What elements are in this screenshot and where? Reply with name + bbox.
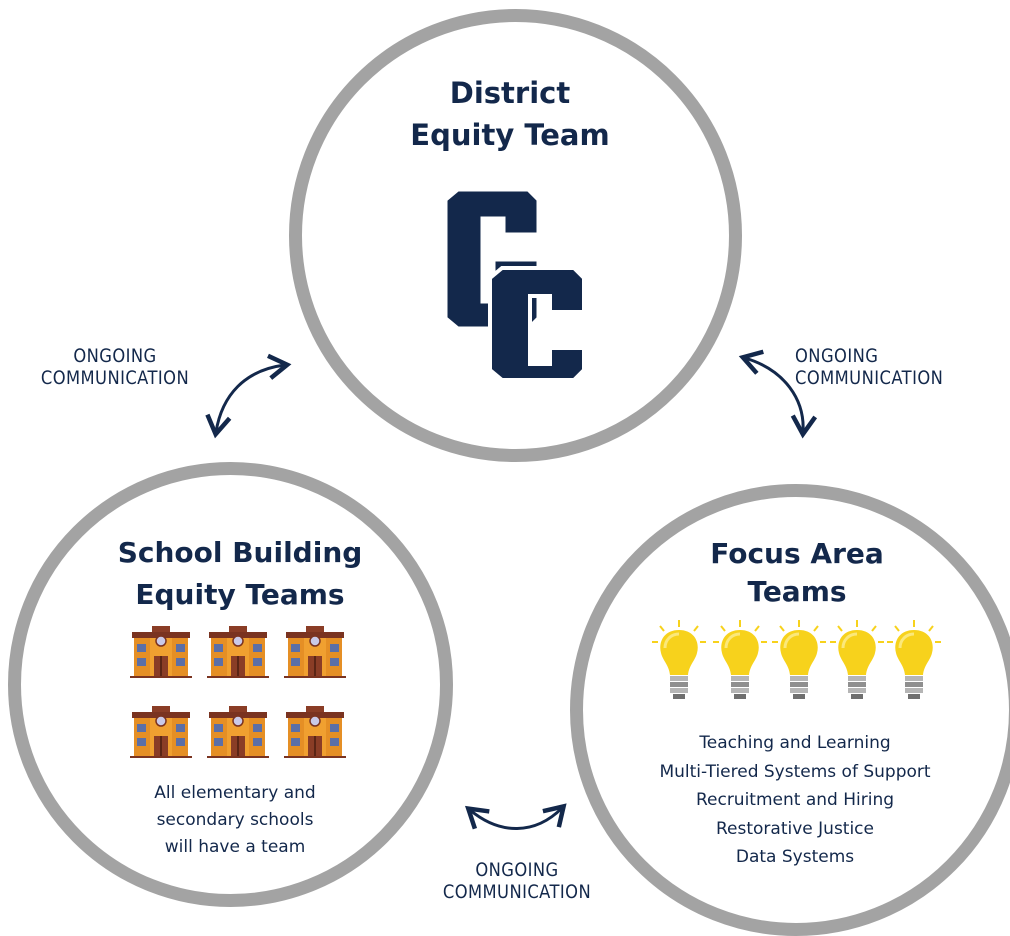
comm-bottom-line-2: COMMUNICATION (442, 881, 592, 903)
lightbulb-icon (713, 620, 767, 699)
lightbulb-icon (830, 620, 884, 699)
school-building-icon (207, 706, 269, 758)
focus-title-line-2: Teams (747, 575, 847, 608)
school-description: All elementary and secondary schools wil… (110, 780, 360, 861)
focus-area-item: Multi-Tiered Systems of Support (659, 761, 931, 782)
school-building-icon (130, 706, 192, 758)
comm-left-line-1: ONGOING (73, 345, 157, 367)
school-building-icon (284, 626, 346, 678)
district-title-line-2: Equity Team (410, 118, 610, 152)
lightbulb-icon (772, 620, 826, 699)
ongoing-communication-label-left: ONGOING COMMUNICATION (25, 345, 206, 389)
ongoing-communication-label-right: ONGOING COMMUNICATION (795, 345, 976, 389)
school-building-equity-teams-title: School Building Equity Teams (85, 532, 395, 616)
school-description-line-1: All elementary and (154, 783, 316, 803)
focus-area-item: Recruitment and Hiring (695, 790, 895, 810)
comm-left-line-2: COMMUNICATION (40, 367, 190, 389)
double-arrow-left-icon (205, 353, 292, 439)
focus-area-teams-title: Focus Area Teams (642, 535, 952, 611)
lightbulb-icon (652, 620, 706, 699)
district-equity-team-title: District Equity Team (360, 72, 660, 156)
lightbulb-icon (887, 620, 941, 699)
focus-title-line-1: Focus Area (710, 537, 884, 570)
school-title-line-1: School Building (117, 536, 363, 569)
logo-letter-c (488, 266, 586, 380)
comm-bottom-line-1: ONGOING (475, 859, 559, 881)
school-title-line-2: Equity Teams (135, 578, 345, 611)
school-building-icon (130, 626, 192, 678)
comm-right-line-2: COMMUNICATION (795, 367, 944, 389)
school-description-line-3: will have a team (164, 837, 306, 857)
ongoing-communication-label-bottom: ONGOING COMMUNICATION (427, 859, 608, 903)
comm-right-line-1: ONGOING (795, 345, 879, 367)
school-building-icon (284, 706, 346, 758)
district-title-line-1: District (449, 76, 571, 110)
focus-area-item: Restorative Justice (716, 818, 874, 839)
school-description-line-2: secondary schools (156, 810, 314, 830)
school-building-icon (207, 626, 269, 678)
focus-area-item: Data Systems (735, 847, 855, 867)
focus-area-item: Teaching and Learning (699, 733, 891, 753)
double-arrow-bottom-icon (465, 803, 567, 830)
gc-logo (444, 190, 586, 380)
focus-areas-list: Teaching and Learning Multi-Tiered Syste… (625, 729, 965, 872)
